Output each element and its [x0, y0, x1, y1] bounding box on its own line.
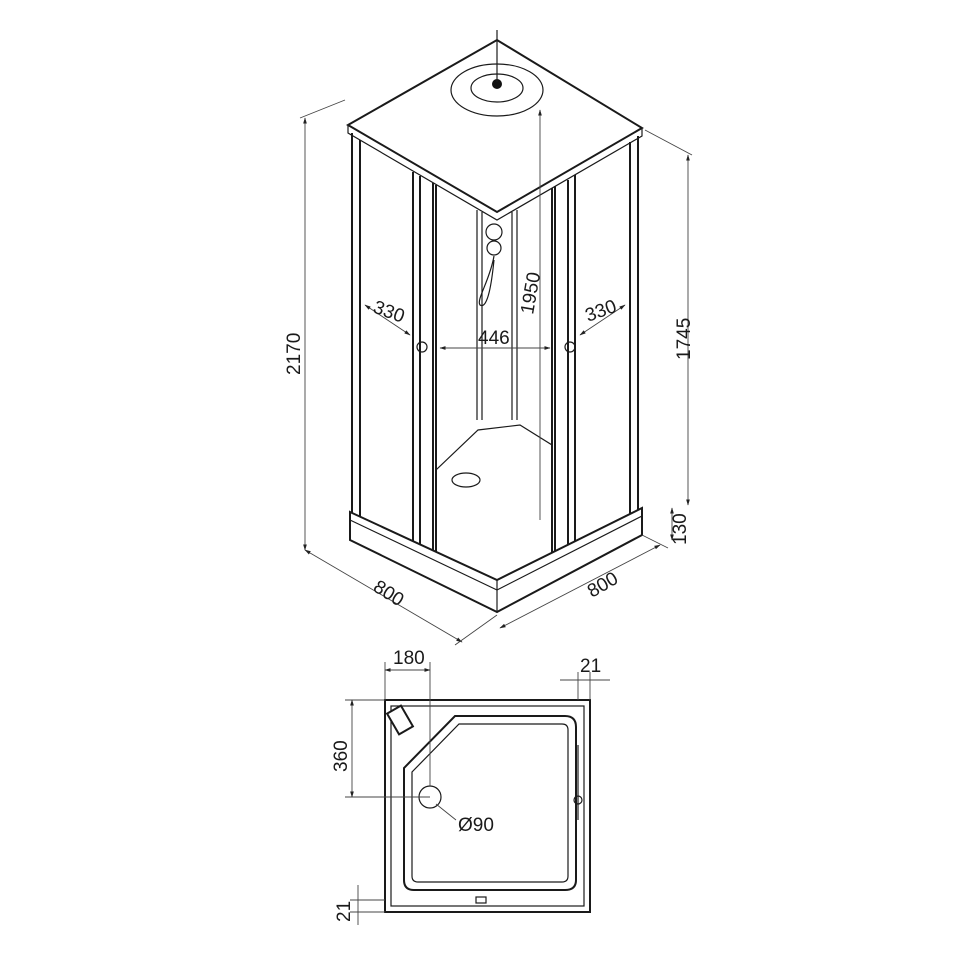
dim-left-depth: 800	[369, 576, 407, 611]
iso-dimensions: 2170 1745 1950 330 330 446 800 800 130	[284, 99, 695, 646]
dim-drain-x: 180	[393, 648, 425, 669]
dim-frame-bottom: 21	[334, 901, 355, 922]
shower-tray	[435, 424, 553, 520]
dim-entrance: 446	[478, 328, 510, 349]
plan-dimensions: 180 21 360 Ø90 21	[331, 648, 610, 925]
dim-total-height: 2170	[284, 333, 305, 375]
mixer-icon	[485, 223, 503, 241]
dim-drain-diameter: Ø90	[458, 815, 494, 836]
mixer-plan-icon	[385, 704, 415, 736]
plan-view	[384, 699, 591, 913]
dim-drain-y: 360	[331, 740, 352, 772]
dim-glass-height: 1745	[674, 318, 695, 360]
dim-right-door: 330	[583, 296, 620, 327]
dim-frame-top: 21	[580, 656, 601, 677]
dim-right-width: 800	[584, 568, 622, 602]
dim-left-door: 330	[370, 297, 407, 328]
dim-shower-head-height: 1950	[517, 271, 545, 316]
tray-outline	[403, 715, 577, 891]
drain-icon	[451, 472, 481, 488]
door-handle-right	[564, 341, 576, 353]
door-handle-left	[416, 341, 428, 353]
dim-tray-height: 130	[670, 513, 691, 545]
roof	[345, 38, 644, 214]
